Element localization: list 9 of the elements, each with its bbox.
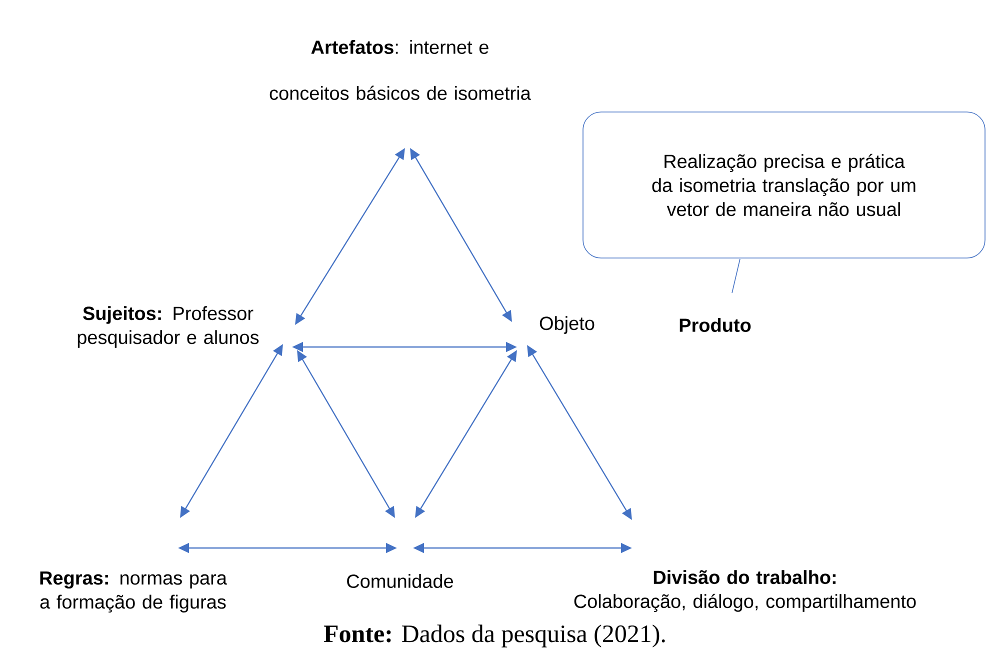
caption: Fonte: Dados da pesquisa (2021).: [324, 624, 665, 648]
activity-label: Divisão do trabalho: Colaboração, diálogo, compartilhamento: [574, 570, 916, 612]
activity-label: Artefatos: internet e conceitos básicos de isometria: [270, 40, 531, 100]
activity-label: Sujeitos: Professor pesquisador e alunos: [78, 306, 259, 348]
activity-label: Objeto: [540, 316, 594, 334]
callout-box: Realização precisa e prática da isometria translação por um vetor de maneira não usual: [582, 112, 986, 294]
callout-label: Produto: [680, 318, 751, 332]
activity-label: Regras: normas para a formação de figuras: [40, 571, 227, 613]
activity-label: Comunidade: [347, 574, 453, 588]
